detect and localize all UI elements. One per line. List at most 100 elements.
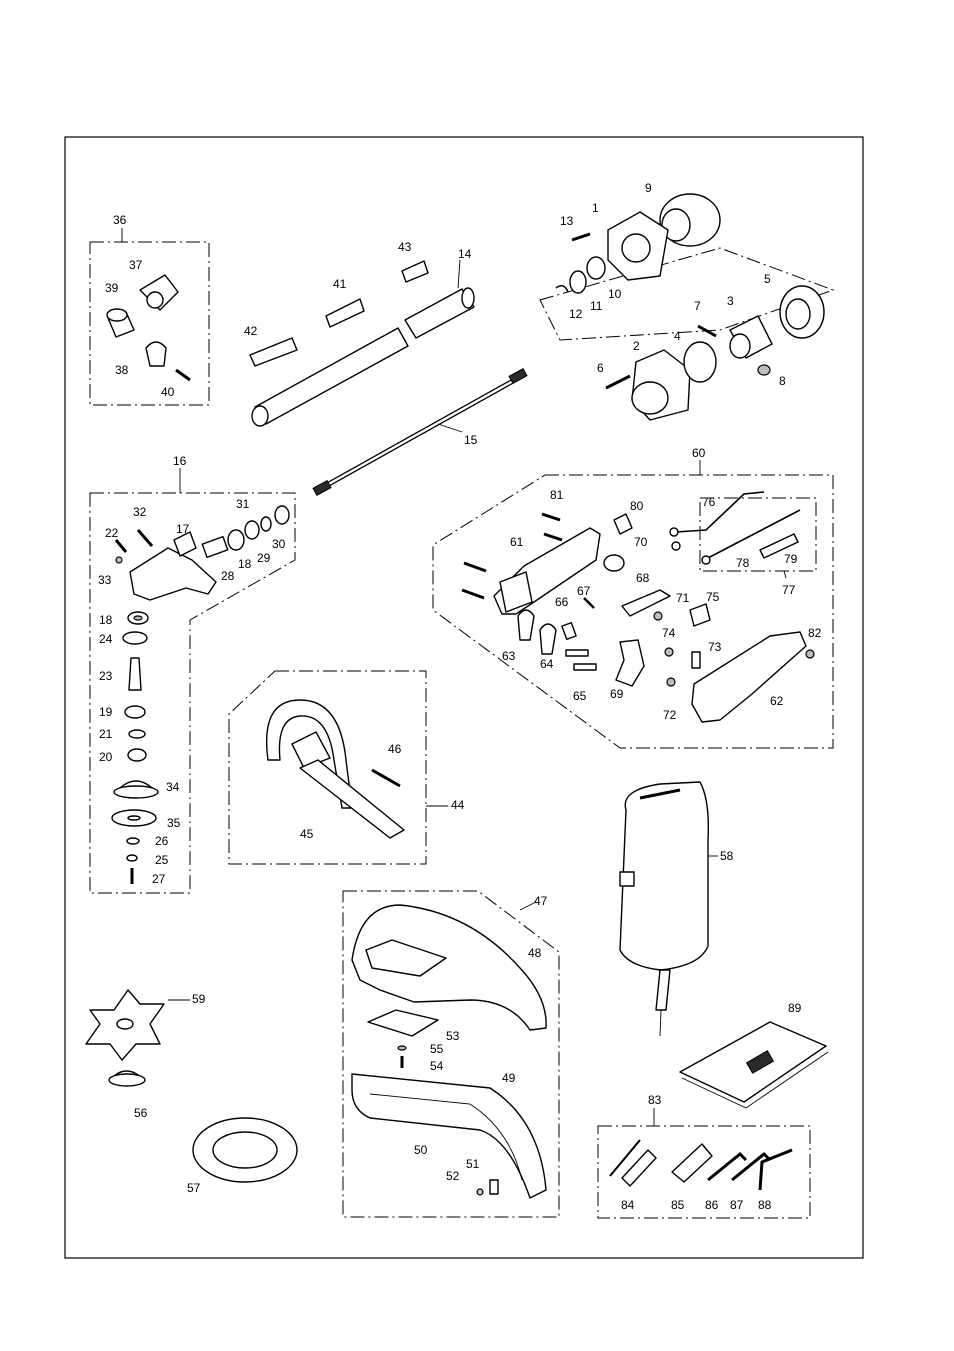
part-67-spring — [583, 597, 595, 609]
part-26-washer — [126, 837, 140, 845]
label-81: 81 — [550, 488, 564, 502]
label-7: 7 — [694, 299, 701, 313]
label-77: 77 — [782, 583, 796, 597]
part-25-nut — [126, 854, 138, 862]
part-57-cover — [192, 1117, 298, 1183]
label-31: 31 — [236, 497, 250, 511]
label-34: 34 — [166, 780, 180, 794]
part-32-bolt — [136, 529, 154, 547]
part-35-cup — [111, 809, 157, 827]
part-28-shaft-gear — [201, 535, 229, 559]
part-24-bevel-gear — [122, 631, 148, 645]
group-box-47 — [342, 890, 560, 1218]
label-10: 10 — [608, 287, 622, 301]
part-31-clip — [274, 505, 290, 525]
label-26: 26 — [155, 834, 169, 848]
label-83: 83 — [648, 1093, 662, 1107]
label-1: 1 — [592, 201, 599, 215]
part-10-bearing — [586, 256, 606, 280]
part-46-bolt — [371, 768, 401, 788]
part-48-guard — [351, 904, 547, 1031]
part-18-bearing-lower — [127, 611, 149, 625]
label-45: 45 — [300, 827, 314, 841]
label-16: 16 — [173, 454, 187, 468]
label-18a: 18 — [238, 557, 252, 571]
label-32: 32 — [133, 505, 147, 519]
label-23: 23 — [99, 669, 113, 683]
group-box-44 — [228, 670, 427, 865]
label-24: 24 — [99, 632, 113, 646]
label-8: 8 — [779, 374, 786, 388]
label-76: 76 — [702, 495, 716, 509]
part-17-gear-case — [129, 531, 217, 601]
label-44: 44 — [451, 798, 465, 812]
part-86-hex-key — [707, 1151, 748, 1182]
part-79-tube — [759, 533, 799, 559]
part-65-plate — [573, 663, 597, 671]
label-69: 69 — [610, 687, 624, 701]
part-43-sleeve — [401, 260, 429, 283]
part-58-harness — [619, 781, 710, 1037]
part-13-screw — [571, 232, 591, 242]
label-64: 64 — [540, 657, 554, 671]
part-1-clutch-housing — [607, 211, 669, 281]
label-41: 41 — [333, 277, 347, 291]
label-19: 19 — [99, 705, 113, 719]
label-12: 12 — [569, 307, 583, 321]
label-63: 63 — [502, 649, 516, 663]
label-42: 42 — [244, 324, 258, 338]
part-3-coupling — [729, 315, 773, 359]
label-88: 88 — [758, 1198, 772, 1212]
part-69-throttle — [615, 639, 645, 687]
label-27: 27 — [152, 872, 166, 886]
label-9: 9 — [645, 181, 652, 195]
label-56: 56 — [134, 1106, 148, 1120]
label-50: 50 — [414, 1143, 428, 1157]
label-49: 49 — [502, 1071, 516, 1085]
label-54: 54 — [430, 1059, 444, 1073]
part-5-cap — [779, 285, 825, 339]
part-19-bearing — [124, 705, 146, 719]
label-38: 38 — [115, 363, 129, 377]
part-29-ring — [244, 520, 260, 540]
label-13: 13 — [560, 214, 574, 228]
label-2: 2 — [633, 339, 640, 353]
label-66: 66 — [555, 595, 569, 609]
part-37-clamp — [139, 274, 179, 311]
part-33-screw — [115, 556, 123, 564]
part-56-cup — [108, 1070, 146, 1087]
label-85: 85 — [671, 1198, 685, 1212]
label-52: 52 — [446, 1169, 460, 1183]
part-2-housing — [631, 349, 691, 421]
part-68-lever — [621, 589, 671, 617]
label-62: 62 — [770, 694, 784, 708]
label-20: 20 — [99, 750, 113, 764]
label-82: 82 — [808, 626, 822, 640]
label-3: 3 — [727, 294, 734, 308]
part-64-plate — [565, 649, 589, 657]
label-21: 21 — [99, 727, 113, 741]
part-12-clip — [555, 285, 569, 293]
label-11: 11 — [590, 299, 603, 313]
label-59: 59 — [192, 992, 206, 1006]
part-50-cover-inner — [369, 1093, 523, 1181]
label-58: 58 — [720, 849, 734, 863]
part-82-nut — [805, 649, 815, 659]
label-22: 22 — [105, 526, 119, 540]
part-9-clutch-drum — [659, 193, 721, 247]
label-30: 30 — [272, 537, 286, 551]
part-41-sleeve — [325, 298, 365, 328]
part-14-main-tube — [251, 287, 475, 427]
part-66-pin — [561, 622, 577, 640]
label-40: 40 — [161, 385, 175, 399]
part-40-screw — [175, 368, 191, 382]
leader-lines — [121, 228, 787, 1126]
label-70: 70 — [634, 535, 648, 549]
part-62-handle-half — [691, 631, 807, 723]
part-11-ring — [569, 270, 587, 294]
label-57: 57 — [187, 1181, 201, 1195]
part-73-plate — [691, 651, 701, 669]
label-28: 28 — [221, 569, 235, 583]
part-87-hex-key — [731, 1151, 772, 1182]
